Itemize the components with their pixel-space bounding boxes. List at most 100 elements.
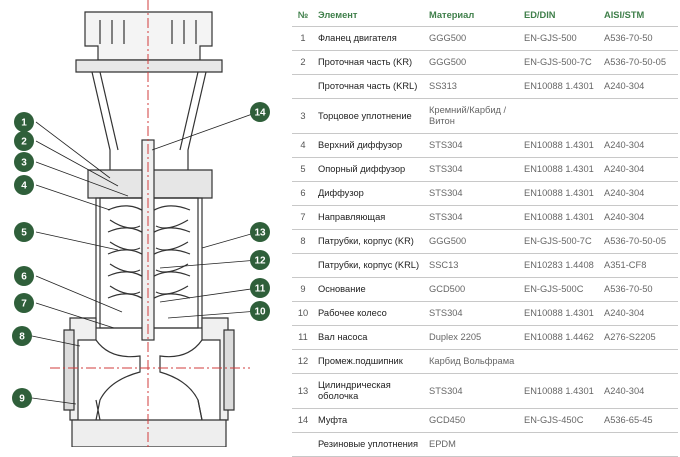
- row-element: Проточная часть (KR): [314, 50, 425, 75]
- row-din: EN-GJS-500-7C: [520, 50, 600, 75]
- row-element: Патрубки, корпус (KRL): [314, 253, 425, 278]
- row-din: [520, 432, 600, 457]
- row-num: 2: [292, 50, 314, 75]
- row-din: [520, 349, 600, 374]
- row-aisi: [600, 98, 678, 134]
- row-element: Резиновые уплотнения: [314, 432, 425, 457]
- row-din: EN10088 1.4301: [520, 181, 600, 206]
- row-material: SS313: [425, 74, 520, 99]
- row-num: 12: [292, 349, 314, 374]
- callout-8: 8: [12, 326, 32, 346]
- row-aisi: A536-70-50-05: [600, 229, 678, 254]
- svg-text:2: 2: [21, 137, 27, 148]
- svg-text:8: 8: [19, 332, 25, 343]
- row-material: Карбид Вольфрама: [425, 349, 520, 374]
- row-aisi: A240-304: [600, 373, 678, 409]
- row-din: EN10088 1.4301: [520, 157, 600, 182]
- row-din: EN10088 1.4301: [520, 74, 600, 99]
- row-material: STS304: [425, 373, 520, 409]
- row-material: STS304: [425, 205, 520, 230]
- row-aisi: [600, 432, 678, 457]
- row-num: 8: [292, 229, 314, 254]
- callout-2: 2: [14, 131, 34, 151]
- row-element: Фланец двигателя: [314, 26, 425, 51]
- row-material: GGG500: [425, 229, 520, 254]
- row-num: [292, 432, 314, 457]
- row-aisi: A536-65-45: [600, 408, 678, 433]
- row-aisi: A536-70-50: [600, 277, 678, 302]
- row-num: 4: [292, 133, 314, 158]
- row-material: Кремний/Карбид /Витон: [425, 98, 520, 134]
- row-num: 13: [292, 373, 314, 409]
- row-material: GGG500: [425, 50, 520, 75]
- callout-13: 13: [250, 222, 270, 242]
- row-element: Вал насоса: [314, 325, 425, 350]
- row-element: Цилиндрическая оболочка: [314, 373, 425, 409]
- row-num: [292, 74, 314, 99]
- row-element: Опорный диффузор: [314, 157, 425, 182]
- row-material: GCD450: [425, 408, 520, 433]
- callout-12: 12: [250, 250, 270, 270]
- row-din: EN10088 1.4301: [520, 205, 600, 230]
- row-num: 10: [292, 301, 314, 326]
- svg-text:10: 10: [254, 307, 266, 318]
- row-aisi: A351-CF8: [600, 253, 678, 278]
- row-din: EN10283 1.4408: [520, 253, 600, 278]
- row-material: SSC13: [425, 253, 520, 278]
- row-din: [520, 98, 600, 134]
- callout-11: 11: [250, 278, 270, 298]
- row-aisi: A536-70-50: [600, 26, 678, 51]
- svg-text:13: 13: [254, 228, 266, 239]
- svg-text:14: 14: [254, 108, 266, 119]
- callout-6: 6: [14, 266, 34, 286]
- callout-7: 7: [14, 293, 34, 313]
- row-din: EN10088 1.4301: [520, 373, 600, 409]
- row-num: [292, 253, 314, 278]
- row-material: STS304: [425, 301, 520, 326]
- row-material: STS304: [425, 133, 520, 158]
- row-element: Верхний диффузор: [314, 133, 425, 158]
- row-num: 7: [292, 205, 314, 230]
- row-element: Направляющая: [314, 205, 425, 230]
- row-element: Торцовое уплотнение: [314, 98, 425, 134]
- row-num: 9: [292, 277, 314, 302]
- table-header-row: № Элемент Материал ED/DIN AISI/STM: [292, 4, 678, 27]
- row-material: STS304: [425, 181, 520, 206]
- svg-text:5: 5: [21, 228, 27, 239]
- callout-10: 10: [250, 301, 270, 321]
- row-num: 1: [292, 26, 314, 51]
- row-din: EN10088 1.4301: [520, 301, 600, 326]
- callout-5: 5: [14, 222, 34, 242]
- pump-outline: [63, 11, 235, 447]
- row-aisi: A276-S2205: [600, 325, 678, 350]
- row-din: EN-GJS-500C: [520, 277, 600, 302]
- row-element: Рабочее колесо: [314, 301, 425, 326]
- row-element: Основание: [314, 277, 425, 302]
- svg-text:7: 7: [21, 299, 27, 310]
- header-din: ED/DIN: [520, 4, 600, 27]
- row-element: Патрубки, корпус (KR): [314, 229, 425, 254]
- row-element: Промеж.подшипник: [314, 349, 425, 374]
- row-material: STS304: [425, 157, 520, 182]
- row-aisi: A240-304: [600, 181, 678, 206]
- row-aisi: A536-70-50-05: [600, 50, 678, 75]
- row-num: 6: [292, 181, 314, 206]
- callout-14: 14: [250, 102, 270, 122]
- callout-4: 4: [14, 175, 34, 195]
- row-aisi: A240-304: [600, 205, 678, 230]
